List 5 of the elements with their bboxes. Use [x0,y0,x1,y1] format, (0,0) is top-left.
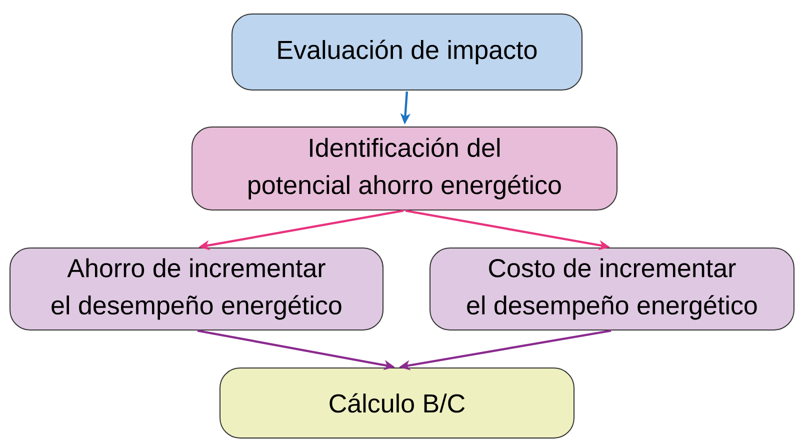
process-box: Ahorro de incrementar el desempeño energético [10,248,384,330]
process-box: Identificación del potencial ahorro energético [192,126,618,210]
process-box: Cálculo B/C [220,367,574,438]
process-box: Evaluación de impacto [232,14,582,90]
process-box: Costo de incrementar el desempeño energético [430,248,794,330]
